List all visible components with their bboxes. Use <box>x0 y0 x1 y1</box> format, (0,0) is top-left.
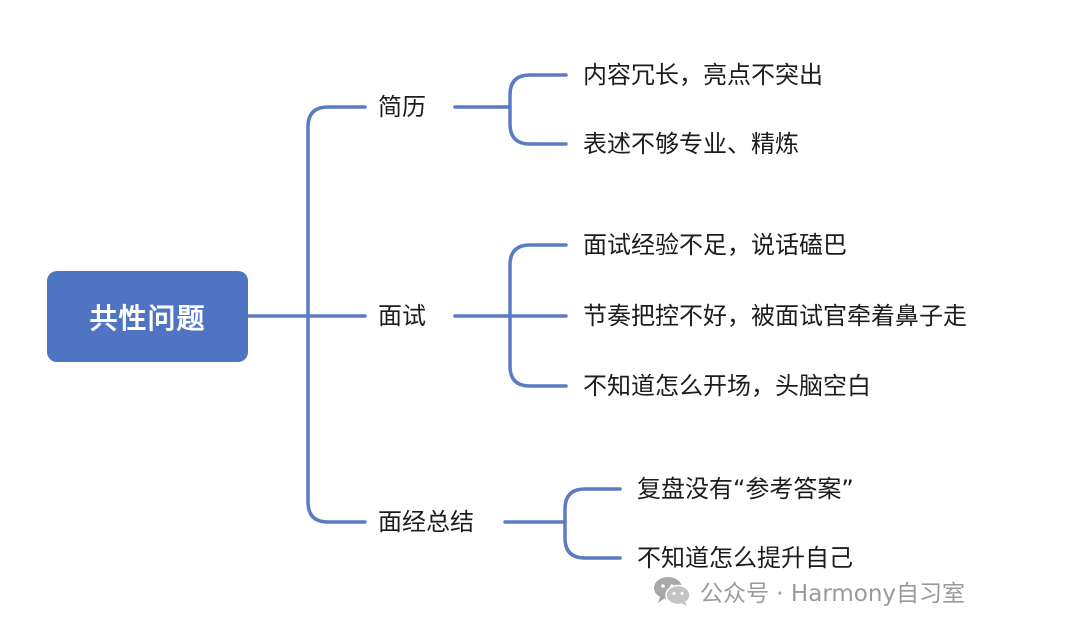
root-label: 共性问题 <box>89 301 206 335</box>
connector-branch-1-children <box>508 73 568 146</box>
branch-label-summary: 面经总结 <box>378 508 474 536</box>
leaf-summary-2: 不知道怎么提升自己 <box>637 544 853 572</box>
connector-spine <box>306 105 367 524</box>
leaf-interview-2: 节奏把控不好，被面试官牵着鼻子走 <box>583 302 967 330</box>
watermark: 公众号 · Harmony自习室 <box>652 573 965 609</box>
connector-branch-2-children <box>508 243 568 388</box>
root-node: 共性问题 <box>47 271 248 362</box>
watermark-text: 公众号 · Harmony自习室 <box>700 581 966 607</box>
leaf-resume-1: 内容冗长，亮点不突出 <box>583 61 823 89</box>
connector-branch-3-children <box>563 487 622 560</box>
leaf-summary-1: 复盘没有“参考答案” <box>637 475 854 503</box>
leaf-interview-3: 不知道怎么开场，头脑空白 <box>583 372 871 400</box>
leaf-interview-1: 面试经验不足，说话磕巴 <box>583 231 847 259</box>
leaf-resume-2: 表述不够专业、精炼 <box>583 130 799 158</box>
wechat-icon <box>654 577 691 606</box>
branch-label-interview: 面试 <box>378 302 426 330</box>
branch-label-resume: 简历 <box>378 93 426 121</box>
